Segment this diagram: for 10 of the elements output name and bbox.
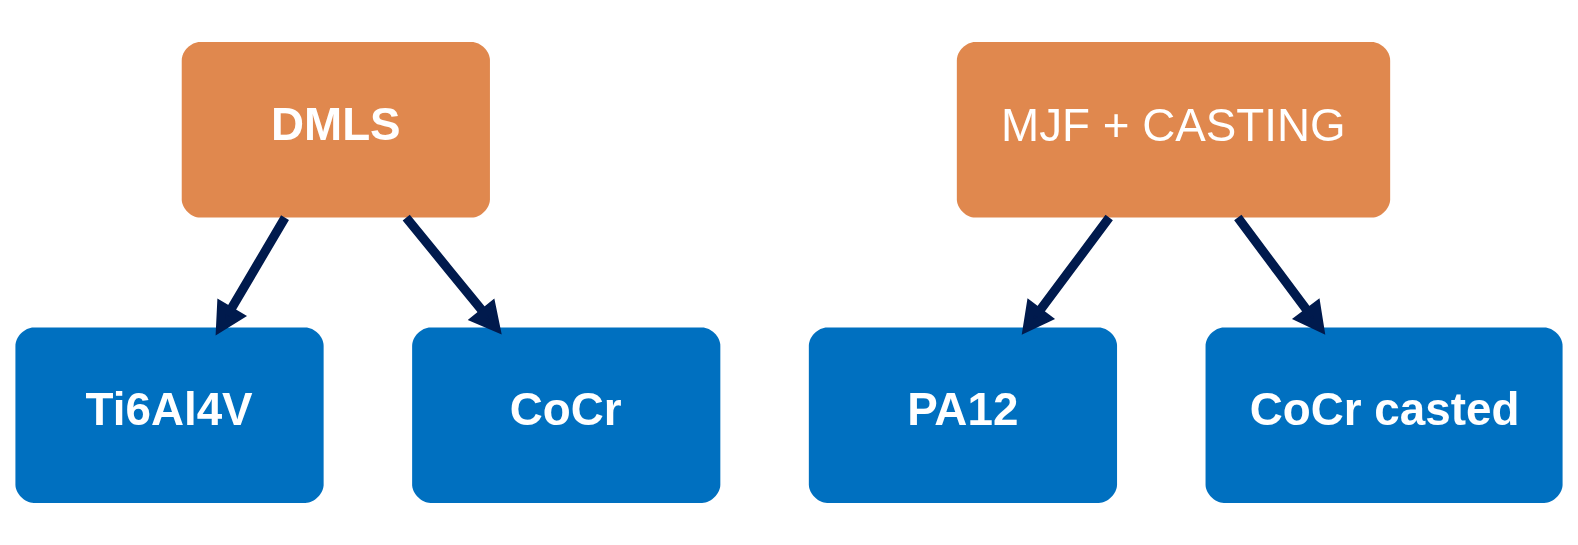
node-box: PA12	[808, 327, 1118, 503]
arrow	[1021, 214, 1113, 335]
node-box: Ti6Al4V	[15, 327, 324, 503]
node-box: DMLS	[181, 42, 490, 218]
arrow	[1234, 214, 1326, 335]
node-box: MJF + CASTING	[956, 42, 1391, 218]
arrow	[402, 214, 502, 335]
node-box: CoCr casted	[1205, 327, 1563, 503]
arrow	[215, 215, 289, 336]
node-box: CoCr	[412, 327, 721, 503]
